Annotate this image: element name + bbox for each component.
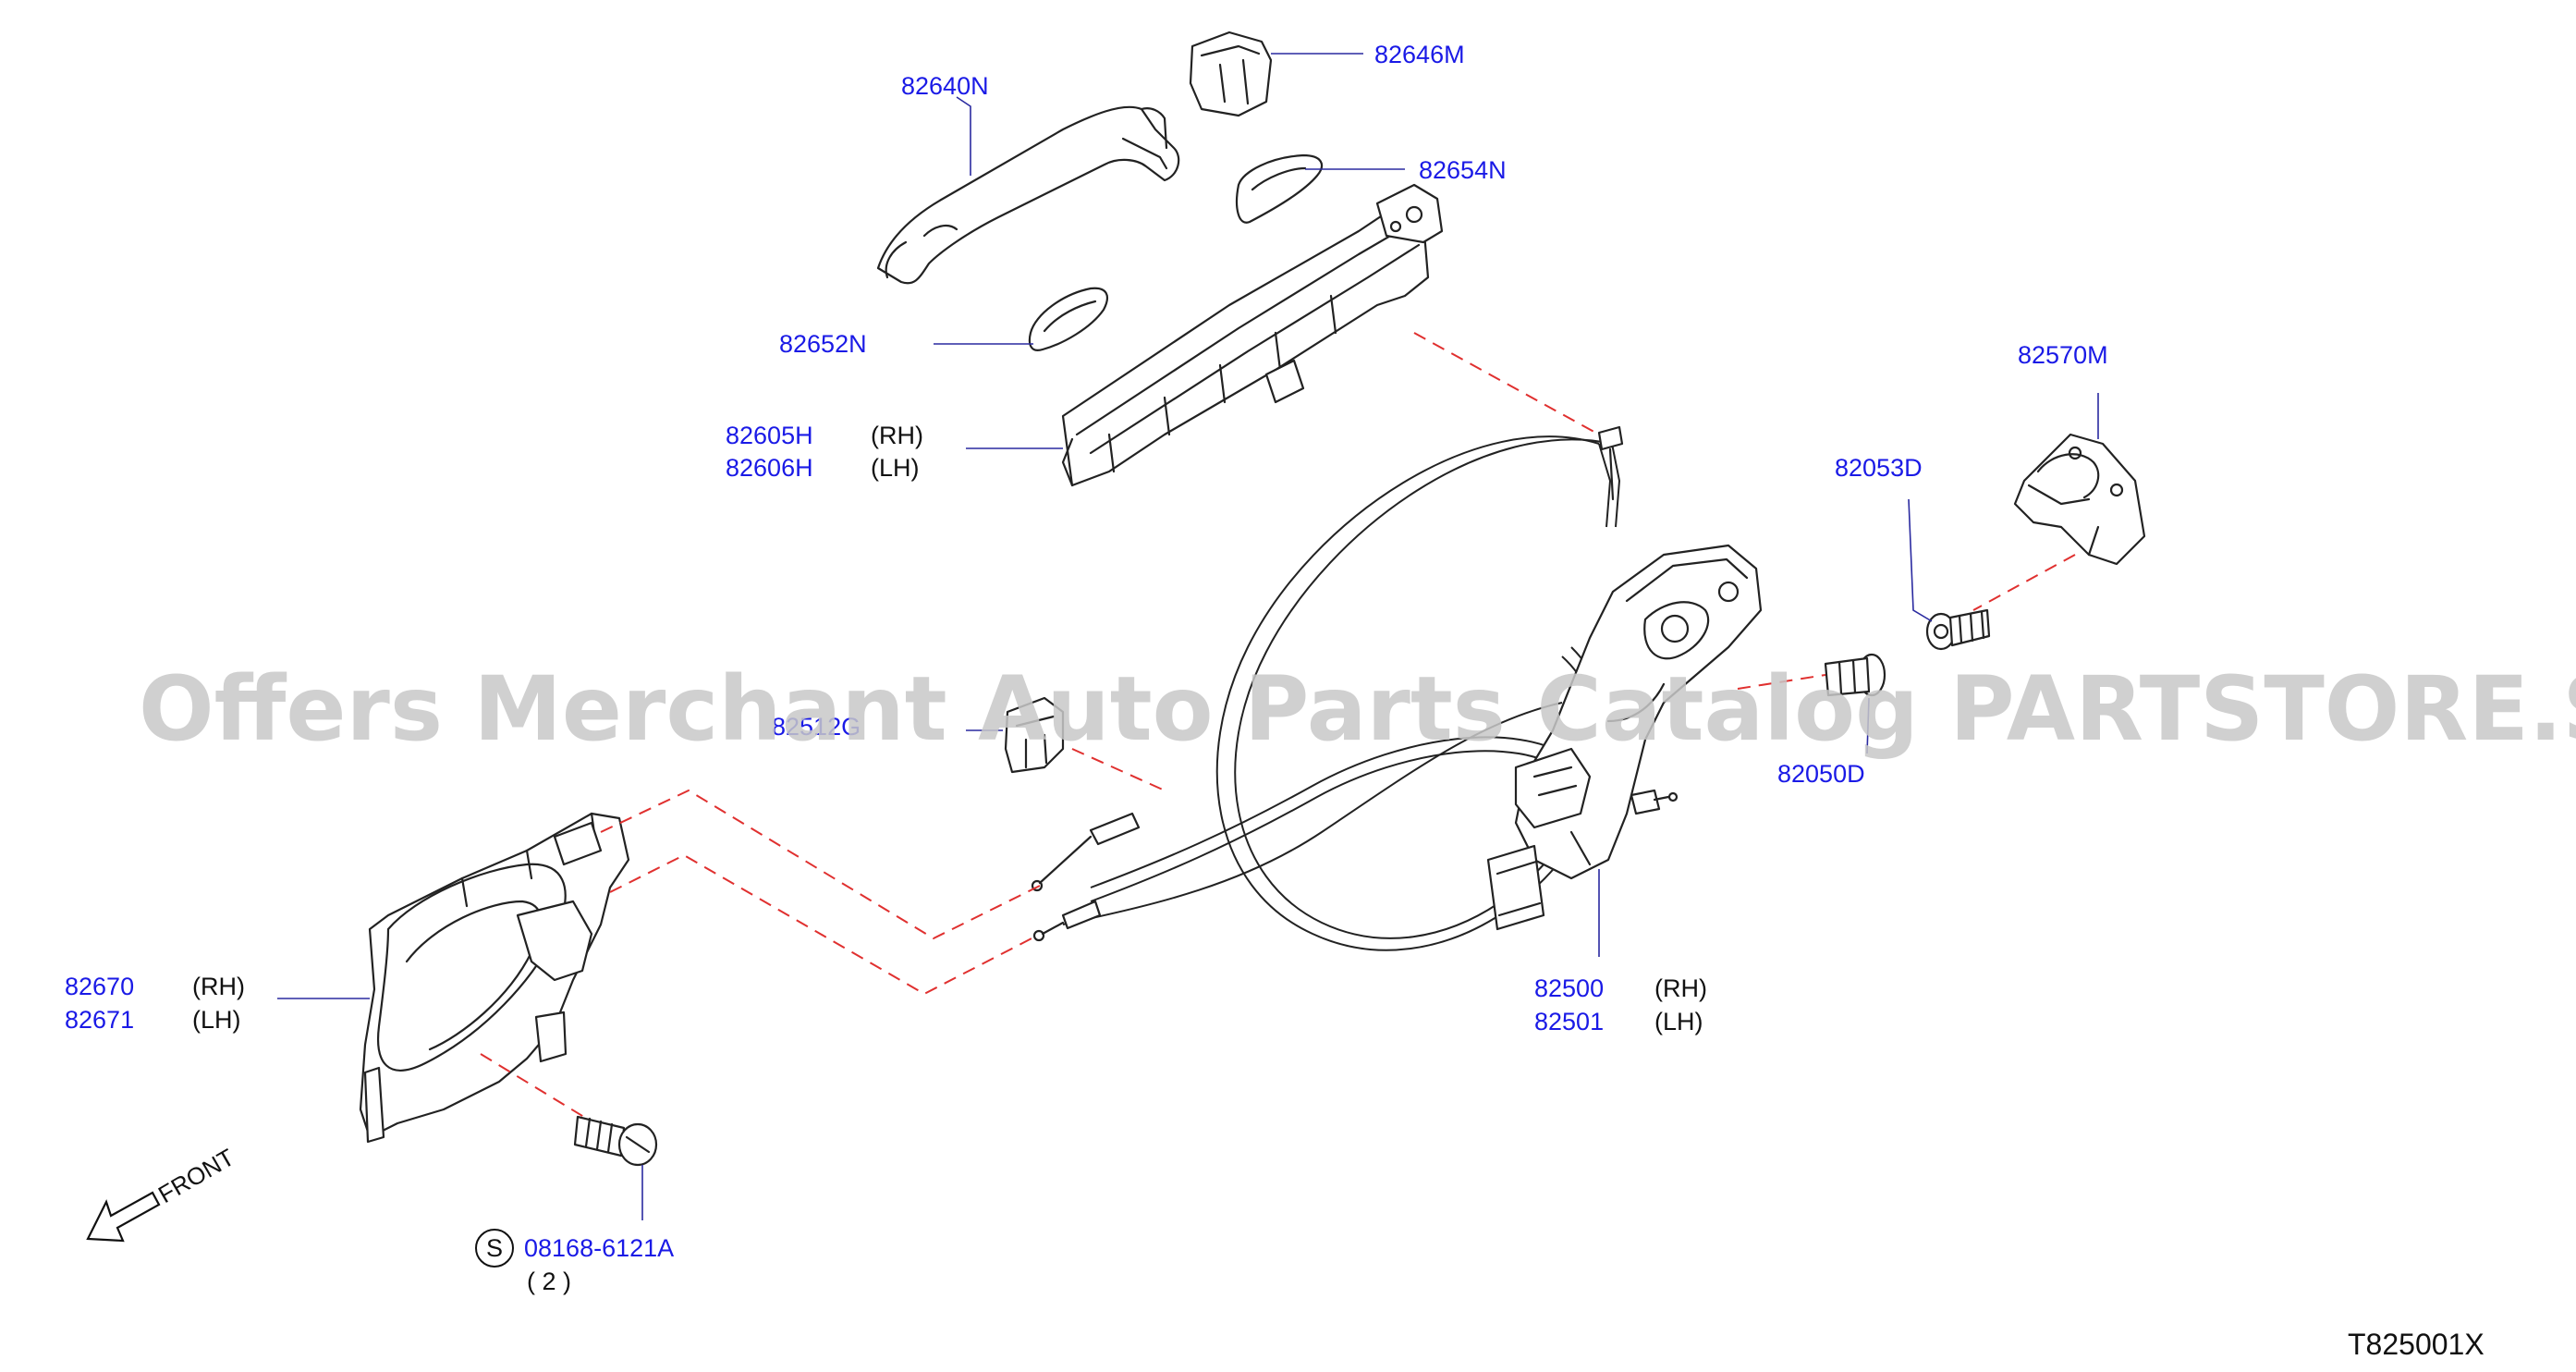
part-number-82605H[interactable]: 82605H — [726, 422, 813, 449]
part-number-82053D[interactable]: 82053D — [1835, 454, 1923, 482]
part-number-82050D[interactable]: 82050D — [1777, 760, 1865, 788]
rear-gasket-illustration — [1235, 153, 1324, 224]
part-number-82670[interactable]: 82670 — [65, 973, 134, 1000]
watermark: Offers Merchant Auto Parts Catalog PARTS… — [139, 657, 2576, 761]
front-gasket-illustration — [1028, 287, 1108, 351]
leader-lines — [277, 53, 2099, 1220]
lock-screw-illustration — [1824, 653, 1886, 697]
handle-bracket-illustration — [1061, 183, 1444, 487]
part-number-82671[interactable]: 82671 — [65, 1006, 134, 1034]
part-number-82512G[interactable]: 82512G — [772, 713, 861, 741]
key-cylinder-cap-illustration — [1189, 31, 1273, 117]
part-number-82501[interactable]: 82501 — [1534, 1008, 1604, 1035]
side-label-rh: (RH) — [1654, 974, 1707, 1002]
side-label-rh: (RH) — [871, 422, 923, 449]
front-label: FRONT — [153, 1143, 239, 1208]
cable-clip-illustration — [1004, 696, 1065, 774]
bolt-illustration — [573, 1115, 658, 1167]
part-number-82500[interactable]: 82500 — [1534, 974, 1604, 1002]
door-striker-illustration — [2013, 433, 2146, 566]
part-number-82570M[interactable]: 82570M — [2018, 341, 2108, 369]
dashed-connection-lines — [480, 332, 2076, 1120]
part-number-82640N[interactable]: 82640N — [901, 72, 989, 100]
side-label-lh: (LH) — [871, 454, 920, 482]
diagram-code: T825001X — [2348, 1328, 2484, 1361]
outside-handle-illustration — [876, 105, 1180, 285]
side-label-lh: (LH) — [1654, 1008, 1703, 1035]
striker-screw-illustration — [1925, 608, 1991, 651]
bolt-quantity: ( 2 ) — [527, 1268, 571, 1295]
door-lock-actuator-illustration — [1486, 544, 1763, 931]
inside-handle-illustration — [359, 812, 630, 1144]
part-number-82652N[interactable]: 82652N — [779, 330, 867, 358]
standard-part-badge — [475, 1229, 514, 1268]
front-direction-indicator: FRONT — [86, 1143, 239, 1243]
part-number-08168-6121A[interactable]: 08168-6121A — [524, 1234, 674, 1262]
front-arrow-icon — [86, 1191, 161, 1243]
part-number-82606H[interactable]: 82606H — [726, 454, 813, 482]
standard-part-badge-letter: S — [486, 1234, 503, 1262]
part-number-82654N[interactable]: 82654N — [1419, 156, 1507, 184]
side-label-rh: (RH) — [192, 973, 245, 1000]
side-label-lh: (LH) — [192, 1006, 241, 1034]
part-number-82646M[interactable]: 82646M — [1374, 41, 1465, 68]
